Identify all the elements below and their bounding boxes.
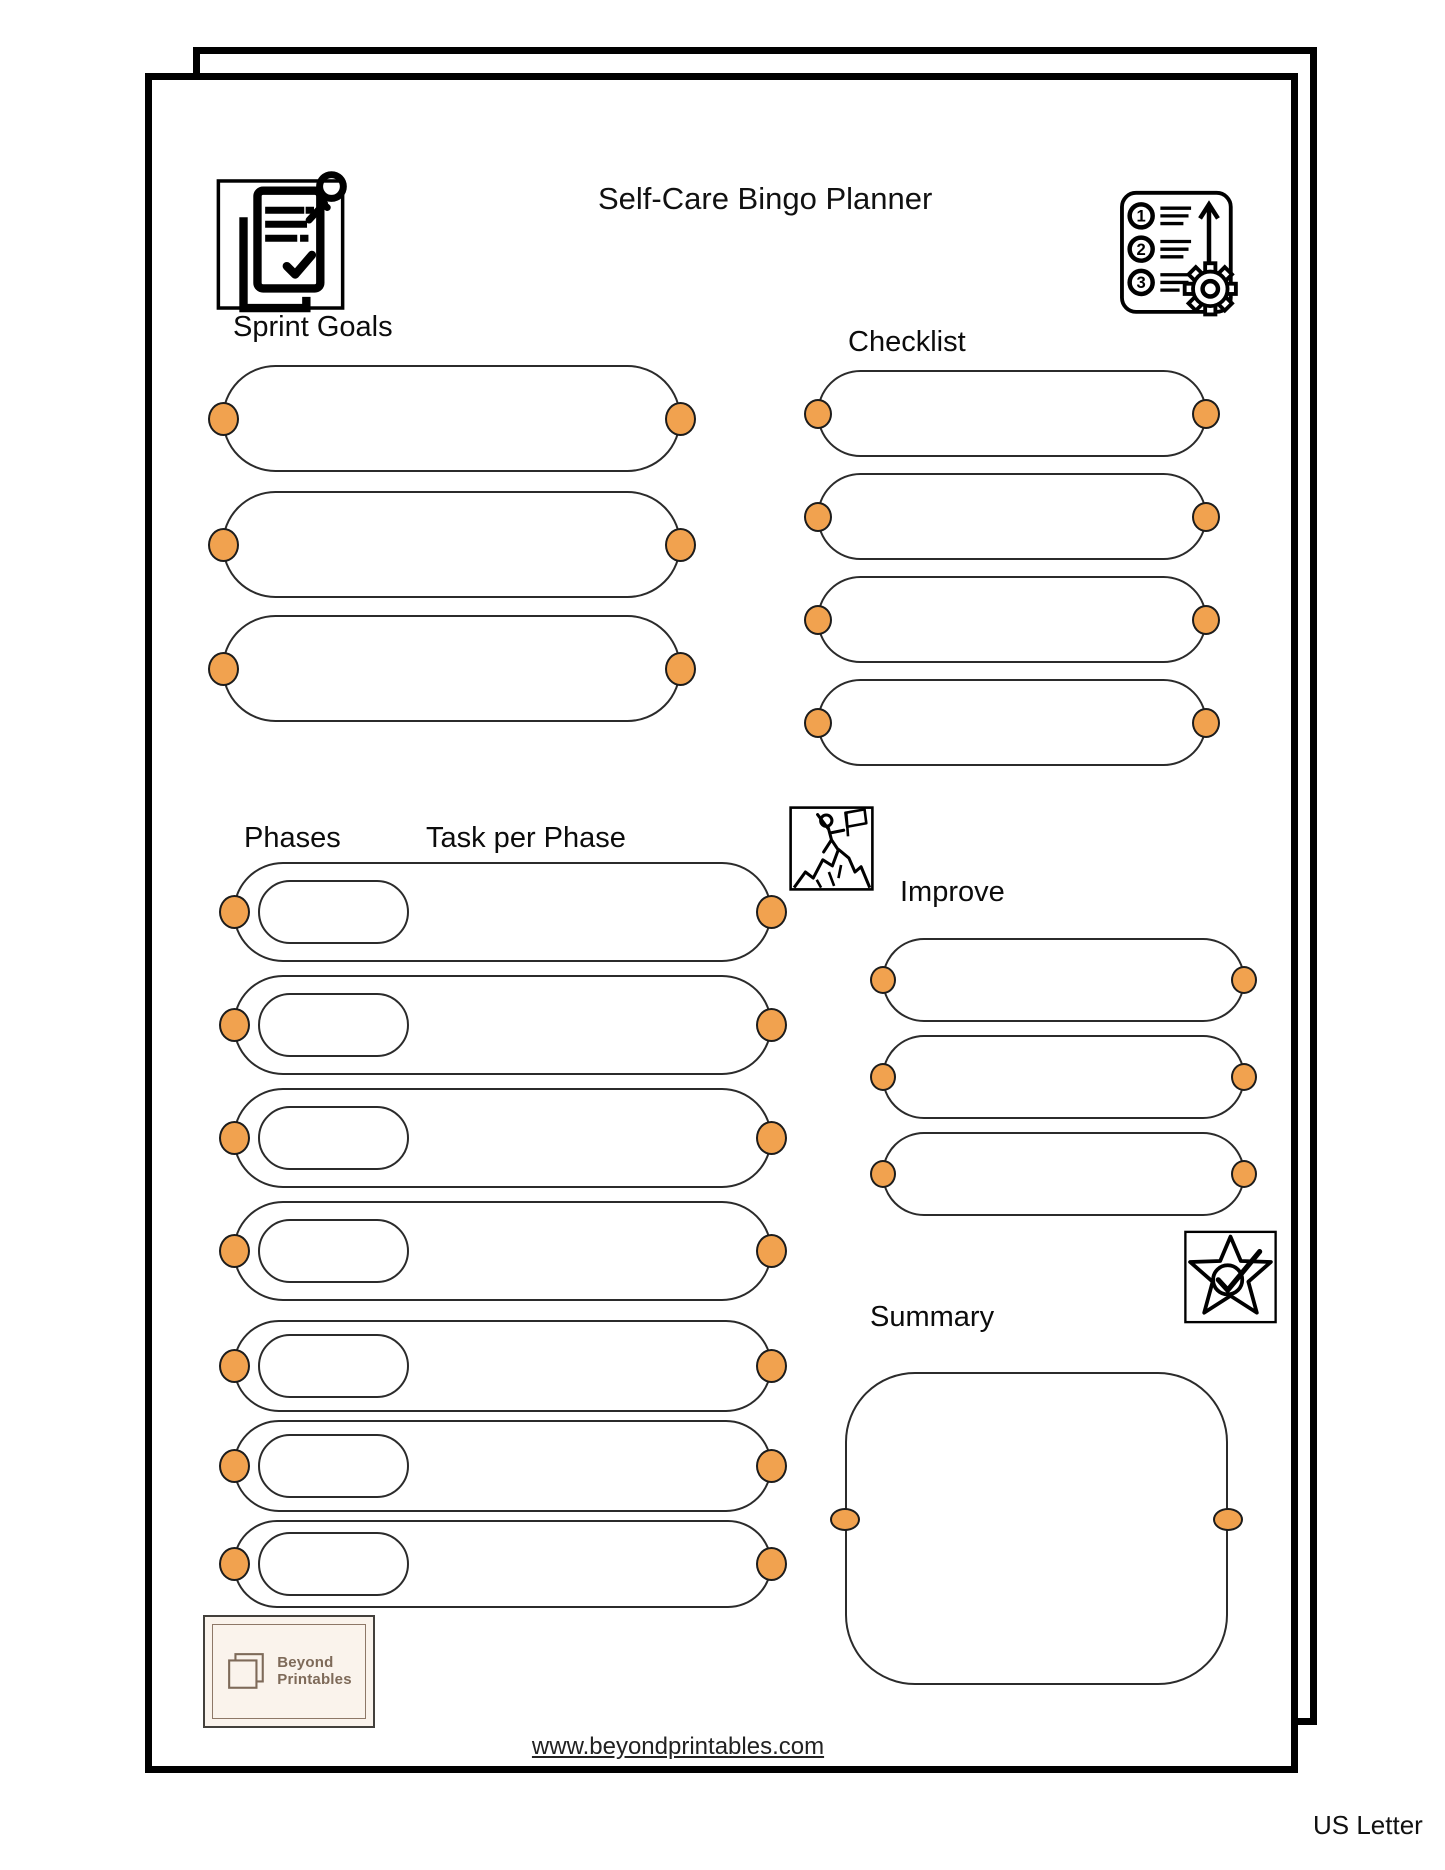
- sprint-goal-pill: [222, 615, 681, 722]
- overlapping-pages-logo: [228, 1652, 265, 1689]
- brand-name: Beyond Printables: [277, 1653, 352, 1689]
- checklist-dot-left: [804, 398, 832, 429]
- phase-code-box: [258, 1532, 409, 1596]
- phases-label: Phases: [244, 822, 341, 854]
- mountain-climber-icon: [788, 804, 875, 893]
- phase-dot-left: [218, 1449, 250, 1483]
- svg-text:3: 3: [1137, 273, 1146, 292]
- phase-dot-left: [218, 1234, 250, 1268]
- sprint-goal-dot-left: [207, 651, 239, 686]
- svg-text:2: 2: [1137, 240, 1146, 259]
- pinned-notes-icon: [214, 167, 354, 315]
- checklist-dot-left: [804, 501, 832, 532]
- phase-dot-left: [218, 895, 250, 929]
- star-check-icon: [1180, 1230, 1281, 1324]
- brand-name-line1: Beyond: [277, 1653, 334, 1671]
- summary-box: [845, 1372, 1228, 1685]
- footer-url: www.beyondprintables.com: [531, 1733, 825, 1760]
- improve-pill: [882, 1035, 1245, 1119]
- phase-dot-right: [755, 1547, 787, 1581]
- summary-dot-right: [1213, 1508, 1243, 1531]
- improve-label: Improve: [900, 876, 1005, 908]
- phase-code-box: [258, 1434, 409, 1498]
- sprint-goal-dot-right: [664, 651, 696, 686]
- paper-size-caption: US Letter: [1313, 1810, 1423, 1840]
- improve-dot-right: [1231, 1063, 1257, 1091]
- phase-dot-right: [755, 1008, 787, 1042]
- improve-pill: [882, 1132, 1245, 1216]
- checklist-dot-right: [1192, 707, 1220, 738]
- phase-dot-left: [218, 1349, 250, 1383]
- phase-dot-left: [218, 1547, 250, 1581]
- sprint-goal-pill: [222, 365, 681, 472]
- phase-code-box: [258, 880, 409, 944]
- phase-dot-right: [755, 1121, 787, 1155]
- improve-pill: [882, 938, 1245, 1022]
- phase-dot-left: [218, 1121, 250, 1155]
- checklist-dot-right: [1192, 604, 1220, 635]
- sprint-goal-dot-left: [207, 401, 239, 436]
- improve-dot-right: [1231, 966, 1257, 994]
- checklist-dot-left: [804, 604, 832, 635]
- phase-dot-right: [755, 1349, 787, 1383]
- brand-logo-frame: Beyond Printables: [212, 1624, 366, 1719]
- sprint-goal-pill: [222, 491, 681, 598]
- phase-code-box: [258, 993, 409, 1057]
- checklist-pill: [817, 679, 1207, 766]
- checklist-dot-right: [1192, 501, 1220, 532]
- checklist-pill: [817, 576, 1207, 663]
- improve-dot-left: [870, 1160, 896, 1188]
- brand-logo: Beyond Printables: [203, 1615, 375, 1728]
- page-title: Self-Care Bingo Planner: [598, 181, 933, 216]
- phase-code-box: [258, 1106, 409, 1170]
- numbered-list-gear-icon: 1 2 3: [1113, 188, 1241, 318]
- summary-label: Summary: [870, 1301, 995, 1333]
- phase-dot-left: [218, 1008, 250, 1042]
- sprint-goal-dot-right: [664, 401, 696, 436]
- sprint-goals-label: Sprint Goals: [233, 311, 393, 343]
- phase-dot-right: [755, 1449, 787, 1483]
- phase-dot-right: [755, 895, 787, 929]
- checklist-pill: [817, 370, 1207, 457]
- checklist-pill: [817, 473, 1207, 560]
- checklist-dot-right: [1192, 398, 1220, 429]
- phase-dot-right: [755, 1234, 787, 1268]
- sprint-goal-dot-right: [664, 527, 696, 562]
- improve-dot-right: [1231, 1160, 1257, 1188]
- svg-text:1: 1: [1137, 207, 1146, 226]
- checklist-label: Checklist: [848, 326, 966, 358]
- improve-dot-left: [870, 1063, 896, 1091]
- summary-dot-left: [830, 1508, 860, 1531]
- phase-code-box: [258, 1334, 409, 1398]
- task-per-phase-label: Task per Phase: [426, 822, 626, 854]
- phase-code-box: [258, 1219, 409, 1283]
- brand-name-line2: Printables: [277, 1670, 352, 1688]
- checklist-dot-left: [804, 707, 832, 738]
- improve-dot-left: [870, 966, 896, 994]
- sprint-goal-dot-left: [207, 527, 239, 562]
